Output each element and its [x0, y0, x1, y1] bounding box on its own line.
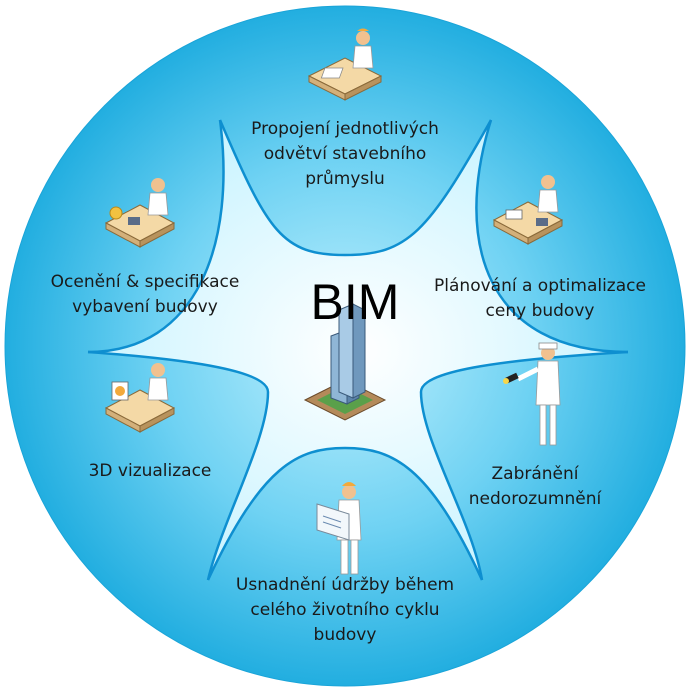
- label-bottom-line-3: budovy: [313, 625, 377, 645]
- divider-lines: [87, 119, 629, 581]
- worker-blueprint-icon: [316, 482, 362, 575]
- label-right-line-1: Zabránění: [491, 464, 579, 484]
- divider-lower-left: [87, 350, 270, 581]
- divider-top: [218, 119, 493, 257]
- skyscraper-icon: [303, 303, 387, 421]
- label-upper-right-line-1: Plánování a optimalizace: [434, 276, 646, 296]
- label-right-line-2: nedorozumnění: [468, 489, 602, 509]
- divider-bottom: [206, 446, 484, 581]
- label-upper-right: Plánování a optimalizace ceny budovy: [430, 274, 650, 324]
- label-left-line-1: 3D vizualizace: [88, 461, 212, 481]
- label-upper-left: Ocenění & specifikace vybavení budovy: [30, 270, 260, 320]
- label-top-line-1: Propojení jednotlivých: [251, 119, 439, 139]
- label-upper-right-line-2: ceny budovy: [485, 301, 595, 321]
- divider-lower-right: [419, 350, 629, 581]
- designer-desk-icon: [104, 363, 176, 433]
- inspector-flashlight-icon: [503, 342, 561, 446]
- divider-left: [87, 119, 225, 354]
- estimator-desk-icon: [104, 178, 176, 248]
- accountant-desk-icon: [492, 175, 564, 245]
- label-top: Propojení jednotlivých odvětví stavebníh…: [230, 117, 460, 192]
- label-upper-left-line-1: Ocenění & specifikace: [50, 272, 240, 292]
- label-bottom-line-1: Usnadnění údržby během: [235, 575, 455, 595]
- label-top-line-2: odvětví stavebního: [263, 144, 427, 164]
- bim-title: BIM: [310, 274, 400, 330]
- divider-right: [475, 119, 629, 354]
- label-upper-left-line-2: vybavení budovy: [72, 297, 218, 317]
- label-left: 3D vizualizace: [70, 459, 230, 484]
- desk-worker-icon: [307, 28, 383, 101]
- label-right: Zabránění nedorozumnění: [465, 462, 605, 512]
- label-top-line-3: průmyslu: [305, 169, 385, 189]
- label-bottom-line-2: celého životního cyklu: [250, 600, 440, 620]
- label-bottom: Usnadnění údržby během celého životního …: [215, 573, 475, 648]
